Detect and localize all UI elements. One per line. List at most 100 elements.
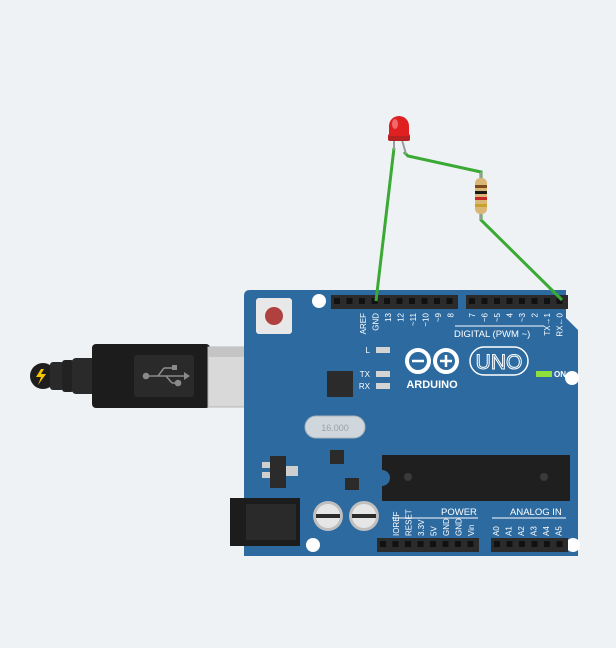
power-pin-2[interactable]: [405, 541, 411, 547]
wire-resistor-to-pin0[interactable]: [479, 212, 564, 302]
power-pin-6[interactable]: [455, 541, 461, 547]
led-dome: [389, 116, 409, 136]
analog-pin-5[interactable]: [556, 541, 563, 547]
resistor-band: [475, 204, 487, 207]
model-label: UNO: [476, 351, 523, 374]
pin-label: A5: [555, 526, 564, 536]
regulator-pin: [262, 462, 270, 468]
power-header[interactable]: [377, 538, 479, 552]
digital-left-pin-8[interactable]: [434, 298, 440, 304]
led-leg: [401, 139, 407, 155]
pin-label: 5V: [430, 526, 439, 536]
digital-left-pin-0[interactable]: [334, 298, 340, 304]
pin-label: 2: [531, 312, 540, 317]
digital-header-left[interactable]: [331, 295, 458, 309]
crystal-label: 16.000: [321, 423, 349, 433]
power-jack[interactable]: [230, 498, 300, 546]
led-red[interactable]: [388, 116, 410, 155]
pin-label: GND: [372, 313, 381, 331]
power-pin-0[interactable]: [380, 541, 386, 547]
digital-left-pin-1[interactable]: [346, 298, 353, 304]
pin-label: 3.3V: [417, 519, 426, 536]
pin-label: 8: [447, 312, 456, 317]
usb-icon: [142, 365, 190, 387]
analog-pin-2[interactable]: [519, 541, 525, 547]
power-pin-3[interactable]: [417, 541, 424, 547]
power-pin-7[interactable]: [467, 541, 474, 547]
pin-label: 13: [384, 312, 393, 321]
led-tx-label: TX: [360, 370, 371, 379]
usb-chip: [327, 371, 353, 397]
led-l: [376, 347, 390, 353]
digital-left-pin-2[interactable]: [359, 298, 365, 304]
brand-label: ARDUINO: [406, 379, 458, 391]
pin-label: IOREF: [392, 511, 401, 536]
power-pin-4[interactable]: [430, 541, 436, 547]
pin-label: RX←0: [556, 312, 565, 336]
pin-label: ~3: [518, 312, 527, 322]
pin-label: A4: [542, 526, 551, 536]
model-badge: [469, 346, 529, 376]
digital-left-pin-4[interactable]: [384, 298, 390, 304]
mounting-hole: [565, 371, 579, 385]
digital-right-pin-2[interactable]: [494, 298, 500, 304]
power-header-label: POWER: [441, 507, 477, 518]
digital-right-pin-0[interactable]: [469, 298, 475, 304]
digital-right-housing: [466, 295, 568, 309]
pin-label: ~5: [493, 312, 502, 322]
pin-label: 12: [397, 312, 406, 321]
wire-led-anode-to-resistor[interactable]: [402, 150, 483, 182]
digital-left-pin-6[interactable]: [409, 298, 415, 304]
digital-right-pin-4[interactable]: [519, 298, 525, 304]
led-on: [536, 371, 552, 377]
reset-button-cap[interactable]: [265, 307, 283, 325]
digital-left-pin-3[interactable]: [371, 298, 378, 304]
analog-housing: [491, 538, 568, 552]
pin-label: A3: [530, 526, 539, 536]
digital-header-label: DIGITAL (PWM ~): [454, 329, 530, 340]
pin-label: ~6: [481, 312, 490, 322]
pin-label: 4: [506, 312, 515, 317]
on-label: ON: [554, 370, 566, 379]
mounting-hole: [566, 538, 580, 552]
resistor[interactable]: [475, 172, 487, 220]
resistor-body: [475, 178, 487, 214]
led-tx: [376, 371, 390, 377]
digital-left-pin-7[interactable]: [421, 298, 428, 304]
voltage-regulator: [270, 456, 286, 488]
digital-right-pin-6[interactable]: [544, 298, 550, 304]
power-housing: [377, 538, 479, 552]
digital-right-pin-3[interactable]: [506, 298, 513, 304]
analog-pin-3[interactable]: [531, 541, 538, 547]
pin-label: ~9: [434, 312, 443, 322]
arduino-logo: [405, 348, 459, 374]
pin-label: GND: [442, 518, 451, 536]
arduino-board[interactable]: 16.000: [230, 290, 580, 556]
analog-pin-0[interactable]: [494, 541, 500, 547]
power-pin-1[interactable]: [392, 541, 399, 547]
analog-header-label: ANALOG IN: [510, 507, 562, 518]
digital-left-pin-5[interactable]: [396, 298, 403, 304]
pin-label: AREF: [359, 313, 368, 334]
analog-pin-1[interactable]: [506, 541, 513, 547]
pin-label: TX→1: [543, 312, 552, 335]
analog-pin-4[interactable]: [544, 541, 550, 547]
pin-label: A2: [517, 526, 526, 536]
pin-label: Vin: [467, 525, 476, 536]
digital-right-pin-1[interactable]: [481, 298, 488, 304]
mounting-hole: [306, 538, 320, 552]
led-rx: [376, 383, 390, 389]
digital-right-pin-7[interactable]: [556, 298, 563, 304]
digital-left-pin-9[interactable]: [446, 298, 453, 304]
digital-header-right[interactable]: [466, 295, 568, 309]
analog-header[interactable]: [491, 538, 568, 552]
resistor-band: [475, 191, 487, 194]
pin-label: GND: [455, 518, 464, 536]
digital-right-pin-5[interactable]: [531, 298, 538, 304]
resistor-band: [475, 197, 487, 200]
power-pin-5[interactable]: [442, 541, 449, 547]
wire-led-cathode-to-gnd[interactable]: [374, 147, 396, 302]
